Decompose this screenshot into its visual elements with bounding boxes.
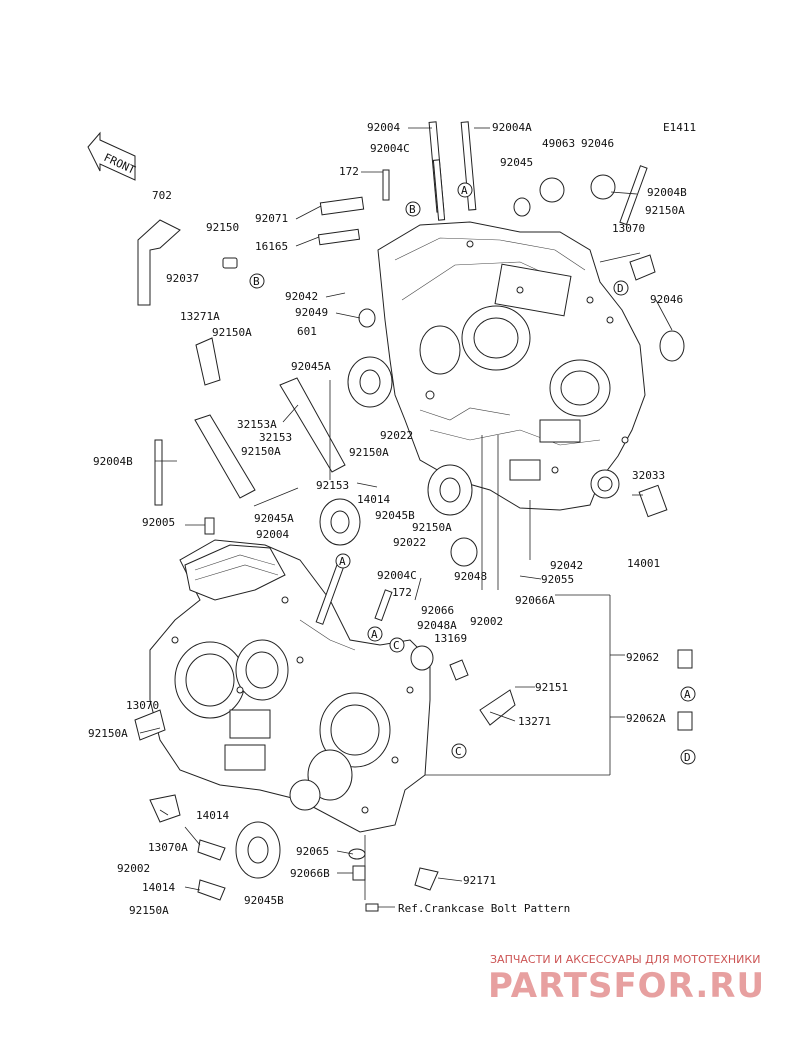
diagram-code: E1411 xyxy=(663,121,696,134)
part-label: 702 xyxy=(152,189,172,202)
part-label: 92004B xyxy=(93,455,133,468)
ref-text: Ref.Crankcase Bolt Pattern xyxy=(398,902,570,915)
part-label: 92004 xyxy=(256,528,289,541)
watermark-logo: PARTSFOR.RU xyxy=(488,966,765,1006)
part-label: 92045A xyxy=(291,360,331,373)
part-label: 92004B xyxy=(647,186,687,199)
part-label: 92045B xyxy=(375,509,415,522)
part-label: 13070 xyxy=(612,222,645,235)
front-arrow-icon: FRONT xyxy=(87,131,138,181)
part-label: 172 xyxy=(392,586,412,599)
part-label: 92150A xyxy=(412,521,452,534)
part-label: 92004C xyxy=(370,142,410,155)
leader-lines xyxy=(139,127,673,891)
part-label: 14001 xyxy=(627,557,660,570)
part-label: 32153A xyxy=(237,418,277,431)
part-label: 92150 xyxy=(206,221,239,234)
part-label: 32033 xyxy=(632,469,665,482)
part-label: 92002 xyxy=(117,862,150,875)
svg-text:C: C xyxy=(393,639,400,652)
bearings xyxy=(235,174,685,879)
part-label: 92048A xyxy=(417,619,457,632)
part-label: 14014 xyxy=(196,809,229,822)
part-label: 92004C xyxy=(377,569,417,582)
part-label: 92150A xyxy=(349,446,389,459)
part-label: 92045 xyxy=(500,156,533,169)
part-label: 92048 xyxy=(454,570,487,583)
part-label: 14014 xyxy=(357,493,390,506)
part-label: 92062A xyxy=(626,712,666,725)
lower-crankcase xyxy=(149,539,431,833)
part-label: 92150A xyxy=(212,326,252,339)
part-label: 92066A xyxy=(515,594,555,607)
part-label: 92150A xyxy=(129,904,169,917)
part-label: 92046 xyxy=(650,293,683,306)
part-label: 92062 xyxy=(626,651,659,664)
part-label: 601 xyxy=(297,325,317,338)
part-label: 92150A xyxy=(88,727,128,740)
part-label: 13271A xyxy=(180,310,220,323)
part-label: 16165 xyxy=(255,240,288,253)
watermark: ЗАПЧАСТИ И АКСЕССУАРЫ ДЛЯ МОТОТЕХНИКИ PA… xyxy=(488,953,765,1006)
upper-crankcase xyxy=(377,221,646,511)
part-label: 92065 xyxy=(296,845,329,858)
part-label: 92042 xyxy=(285,290,318,303)
part-label: 92037 xyxy=(166,272,199,285)
part-label: 92049 xyxy=(295,306,328,319)
svg-text:B: B xyxy=(409,203,416,216)
part-label: 92150A xyxy=(645,204,685,217)
part-label: 92045A xyxy=(254,512,294,525)
part-label: 172 xyxy=(339,165,359,178)
circle-references: A B B D A A C C A D xyxy=(249,182,696,765)
part-label: 14014 xyxy=(142,881,175,894)
part-label: 92153 xyxy=(316,479,349,492)
bracket-lines xyxy=(329,380,625,900)
part-label: 92046 xyxy=(581,137,614,150)
part-label: 92055 xyxy=(541,573,574,586)
part-label: 13169 xyxy=(434,632,467,645)
part-label: 92042 xyxy=(550,559,583,572)
svg-text:D: D xyxy=(617,282,624,295)
part-label: 92150A xyxy=(241,445,281,458)
watermark-tagline: ЗАПЧАСТИ И АКСЕССУАРЫ ДЛЯ МОТОТЕХНИКИ xyxy=(490,953,760,966)
svg-text:D: D xyxy=(684,751,691,764)
part-label: 49063 xyxy=(542,137,575,150)
part-label: 92066 xyxy=(421,604,454,617)
part-label: 92022 xyxy=(380,429,413,442)
part-label: 92171 xyxy=(463,874,496,887)
reference-bolt: Ref.Crankcase Bolt Pattern xyxy=(365,902,570,915)
part-label: 92045B xyxy=(244,894,284,907)
svg-text:A: A xyxy=(371,628,378,641)
part-label: 92005 xyxy=(142,516,175,529)
part-label: 13070 xyxy=(126,699,159,712)
part-label: 13070A xyxy=(148,841,188,854)
part-label: 32153 xyxy=(259,431,292,444)
part-label: 92066B xyxy=(290,867,330,880)
svg-text:B: B xyxy=(253,275,260,288)
part-labels: 92004 92004A 92004C 172 49063 92046 9204… xyxy=(88,121,687,917)
part-label: 13271 xyxy=(518,715,551,728)
part-label: 92071 xyxy=(255,212,288,225)
svg-text:C: C xyxy=(455,745,462,758)
part-label: 92004 xyxy=(367,121,400,134)
part-label: 92002 xyxy=(470,615,503,628)
svg-text:A: A xyxy=(684,688,691,701)
svg-text:A: A xyxy=(339,555,346,568)
part-label: 92151 xyxy=(535,681,568,694)
svg-text:A: A xyxy=(461,184,468,197)
part-label: 92022 xyxy=(393,536,426,549)
part-label: 92004A xyxy=(492,121,532,134)
